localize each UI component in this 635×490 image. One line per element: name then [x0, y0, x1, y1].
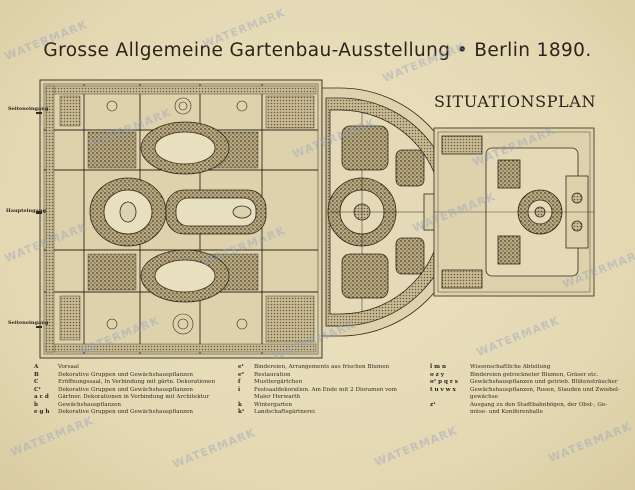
entrance-label-bottom: Seiteneingang — [8, 320, 49, 326]
rosettes — [106, 97, 248, 335]
legend-item: gewächse — [470, 394, 498, 400]
legend-item: müse- und Koniferenhalle — [470, 409, 543, 415]
document-title: Grosse Allgemeine Gartenbau-Ausstellung … — [43, 40, 592, 61]
right-hall-complex — [433, 127, 595, 297]
semicircular-garden — [321, 87, 465, 337]
plan-subtitle: SITUATIONSPLAN — [434, 92, 597, 111]
entrance-label-main: Haupteingang — [6, 208, 46, 214]
entrance-label-top: Seiteneingang — [8, 106, 49, 112]
entrance-markers — [36, 112, 42, 328]
legend-item: Maler Herwarth — [254, 394, 301, 400]
oval-halls — [89, 121, 267, 303]
